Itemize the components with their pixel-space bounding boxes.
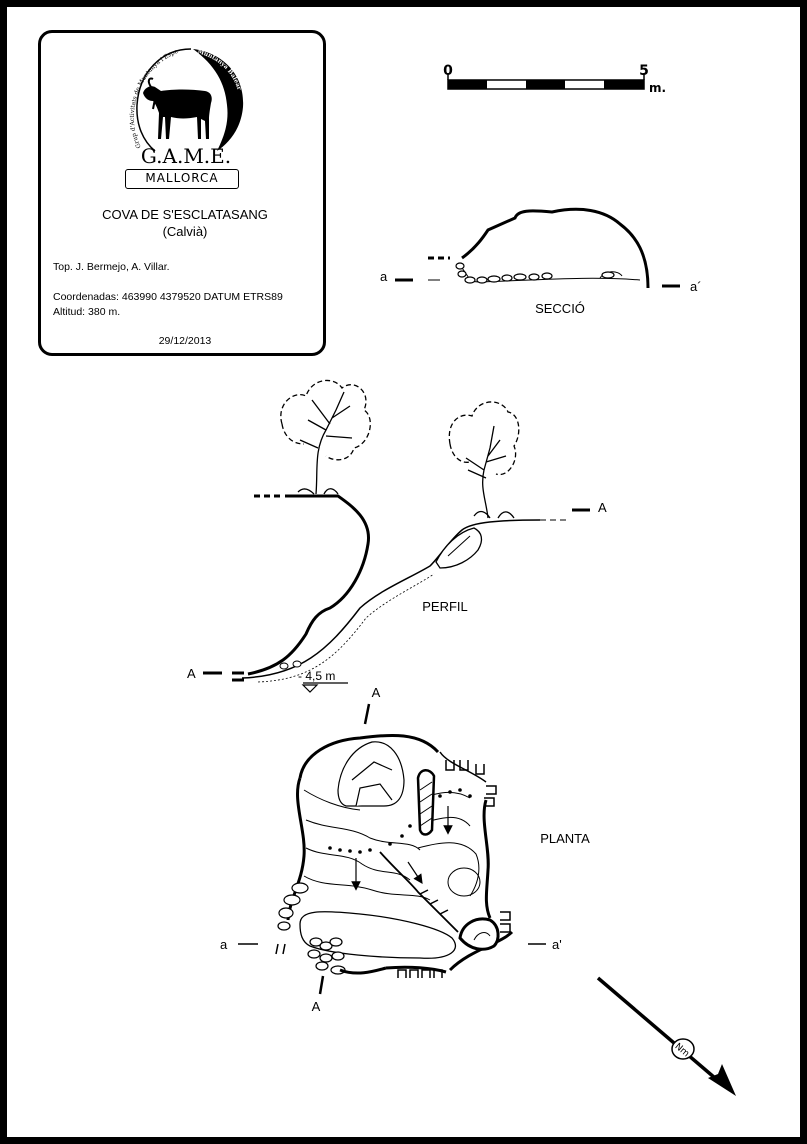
game-logo: Grup d'Activitats de Muntanya i Espeleo … — [121, 43, 244, 168]
info-box: Grup d'Activitats de Muntanya i Espeleo … — [38, 30, 326, 356]
slope-arrow-icon — [407, 861, 423, 884]
plan-drawing: A — [220, 685, 590, 1014]
logo-region-badge: MALLORCA — [125, 169, 239, 189]
plan-right-mark: a' — [552, 937, 562, 952]
scale-end-label: 5 — [639, 63, 649, 79]
profile-right-mark: A — [598, 500, 607, 515]
profile-drawing: A A PERFIL - 4,5 m — [187, 379, 607, 693]
plan-top-mark: A — [372, 685, 381, 700]
section-boulders — [455, 262, 615, 284]
altitude: Altitud: 380 m. — [53, 306, 121, 318]
goat-icon — [143, 77, 212, 139]
section-right-mark: a´ — [690, 279, 702, 294]
plan-left-boulders — [277, 882, 346, 975]
logo-arc — [136, 48, 192, 152]
plan-title: PLANTA — [540, 831, 590, 846]
section-title: SECCIÓ — [535, 301, 585, 316]
cave-name: COVA DE S'ESCLATASANG — [102, 207, 268, 222]
logo-crescent — [193, 49, 244, 151]
plan-pillar — [416, 769, 436, 836]
plan-bottom-mark: A — [312, 999, 321, 1014]
profile-left-mark: A — [187, 666, 196, 681]
profile-depth-label: - 4,5 m — [298, 669, 335, 683]
logo-initials: G.A.M.E. — [141, 144, 231, 168]
scale-unit-label: m. — [649, 81, 666, 95]
coordinates: Coordenadas: 463990 4379520 DATUM ETRS89 — [53, 291, 283, 303]
depth-triangle-icon — [301, 684, 319, 693]
north-arrow-icon: Nm — [596, 976, 736, 1096]
left-tree-icon — [280, 379, 371, 495]
right-tree-icon — [448, 401, 520, 519]
cave-municipality: (Calvià) — [162, 224, 208, 239]
section-left-mark: a — [380, 269, 388, 284]
plan-boulder — [337, 741, 405, 807]
plan-dots — [328, 788, 472, 854]
survey-date: 29/12/2013 — [158, 335, 212, 347]
scale-bar: 0 5 m. — [443, 63, 666, 95]
topography-credit: Top. J. Bermejo, A. Villar. — [53, 261, 170, 273]
scale-start-label: 0 — [443, 63, 453, 79]
profile-boulder — [435, 527, 483, 569]
plan-left-mark: a — [220, 937, 228, 952]
section-drawing: a a´ SECCIÓ — [380, 207, 702, 316]
profile-title: PERFIL — [422, 599, 468, 614]
plan-floor-patch — [299, 911, 457, 959]
